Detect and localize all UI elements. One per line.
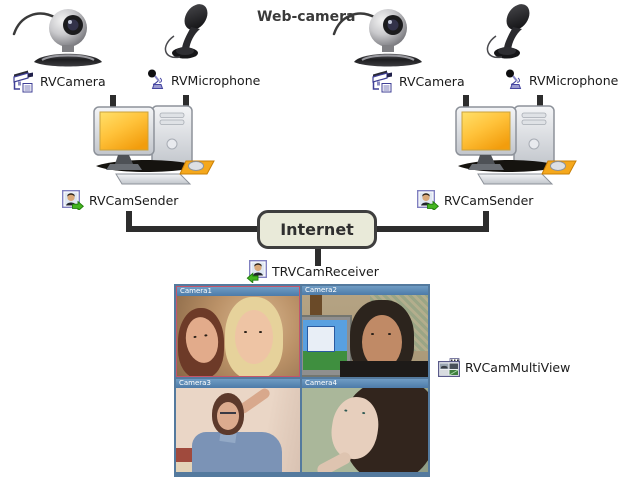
multiview-grid-icon xyxy=(438,358,460,377)
camera-cell-4-video xyxy=(302,388,428,472)
receive-person-icon xyxy=(246,260,267,283)
desk-microphone-icon xyxy=(148,69,164,89)
security-camera-icon xyxy=(13,70,33,93)
trvcamreceiver-label-text: TRVCamReceiver xyxy=(272,264,379,279)
internet-label: Internet xyxy=(280,220,354,239)
camera-cell-4-titlebar: Camera4 xyxy=(302,379,428,388)
rvmicrophone-label-text: RVMicrophone xyxy=(529,72,619,88)
connector-camera-left xyxy=(110,95,116,117)
connector-sender-right-vertical xyxy=(483,211,489,232)
connector-sender-right-horizontal xyxy=(371,226,489,232)
connector-sender-left-horizontal xyxy=(126,226,264,232)
connector-sender-left-vertical xyxy=(126,211,132,232)
microphone-photo-right xyxy=(486,4,530,59)
security-camera-icon xyxy=(372,70,392,93)
camera-cell-2-titlebar: Camera2 xyxy=(302,286,428,295)
rvcamera-label-right: RVCamera xyxy=(372,69,465,93)
rvcamsender-label-text: RVCamSender xyxy=(444,192,534,208)
camera-cell-2-video xyxy=(302,295,428,377)
camera-cell-1[interactable]: Camera1 xyxy=(176,286,300,377)
internet-node: Internet xyxy=(257,210,377,249)
desktop-computer-left xyxy=(93,105,215,185)
rvcammultiview-label-text: RVCamMultiView xyxy=(465,360,571,375)
camera-cell-3-video xyxy=(176,388,300,472)
connector-receiver-vertical xyxy=(315,247,321,266)
rvcamsender-label-text: RVCamSender xyxy=(89,192,179,208)
send-person-icon xyxy=(62,190,84,210)
webcam-photo-right xyxy=(332,9,422,67)
rvcamsender-label-left: RVCamSender xyxy=(62,190,178,210)
multiview-window: Camera1 Camera2 C xyxy=(174,284,430,477)
camera-cell-4[interactable]: Camera4 xyxy=(302,379,428,472)
rvmicrophone-label-text: RVMicrophone xyxy=(171,72,261,88)
page-title: Web-camera xyxy=(257,9,356,25)
rvcamsender-label-right: RVCamSender xyxy=(417,190,533,210)
send-person-icon xyxy=(417,190,439,210)
connector-camera-right xyxy=(463,95,469,117)
rvcamera-label-text: RVCamera xyxy=(399,73,465,89)
desktop-computer-right xyxy=(455,105,577,185)
rvcamera-label-left: RVCamera xyxy=(13,69,106,93)
rvcamera-label-text: RVCamera xyxy=(40,73,106,89)
camera-cell-1-titlebar: Camera1 xyxy=(177,287,299,296)
camera-cell-3[interactable]: Camera3 xyxy=(176,379,300,472)
webcam-photo-left xyxy=(12,9,102,67)
microphone-photo-left xyxy=(164,4,208,59)
trvcamreceiver-label: TRVCamReceiver xyxy=(246,260,379,283)
desk-microphone-icon xyxy=(506,69,522,89)
camera-cell-2[interactable]: Camera2 xyxy=(302,286,428,377)
camera-cell-3-titlebar: Camera3 xyxy=(176,379,300,388)
rvcammultiview-label: RVCamMultiView xyxy=(438,358,570,377)
rvmicrophone-label-left: RVMicrophone xyxy=(146,69,260,91)
rvmicrophone-label-right: RVMicrophone xyxy=(504,69,618,91)
camera-cell-1-video xyxy=(177,296,299,376)
